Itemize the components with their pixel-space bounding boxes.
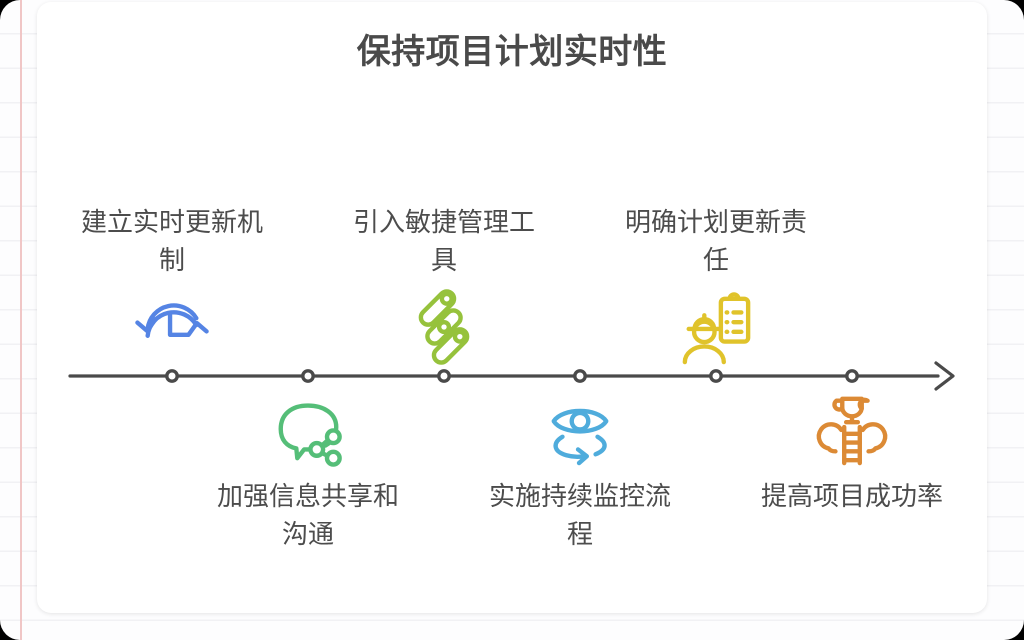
- timeline-dots: [165, 369, 859, 383]
- timeline-dot: [301, 369, 315, 383]
- step-label: 实施持续监控流程: [488, 481, 671, 549]
- arrow-right-icon: [934, 361, 955, 391]
- timeline-step-4: 实施持续监控流程: [468, 391, 692, 553]
- timeline-dot: [709, 369, 723, 383]
- step-label: 明确计划更新责任: [624, 207, 807, 275]
- timeline-step-3: 引入敏捷管理工具: [332, 203, 556, 365]
- step-label: 加强信息共享和沟通: [216, 481, 399, 549]
- timeline-line: [68, 361, 955, 391]
- step-label: 引入敏捷管理工具: [352, 207, 535, 275]
- refresh-clock-icon: [135, 303, 209, 338]
- agile-capsules-icon: [418, 289, 470, 365]
- timeline-dot: [573, 369, 587, 383]
- timeline-dot: [165, 369, 179, 383]
- timeline-step-6: 提高项目成功率: [740, 391, 964, 515]
- canvas-card: [37, 2, 987, 613]
- step-label: 提高项目成功率: [760, 481, 943, 511]
- page-title: 保持项目计划实时性: [356, 33, 668, 71]
- chat-share-icon: [278, 403, 342, 467]
- timeline-step-5: 明确计划更新责任: [604, 203, 828, 365]
- worker-checklist-icon: [682, 292, 751, 365]
- notebook-margin-line: [20, 0, 22, 640]
- timeline-dot: [845, 369, 859, 383]
- step-label: 建立实时更新机制: [80, 207, 263, 275]
- timeline-dot: [437, 369, 451, 383]
- trophy-ladder-icon: [816, 396, 888, 466]
- timeline-step-1: 建立实时更新机制: [60, 203, 284, 364]
- timeline-step-2: 加强信息共享和沟通: [196, 391, 420, 553]
- eye-monitor-icon: [551, 408, 609, 466]
